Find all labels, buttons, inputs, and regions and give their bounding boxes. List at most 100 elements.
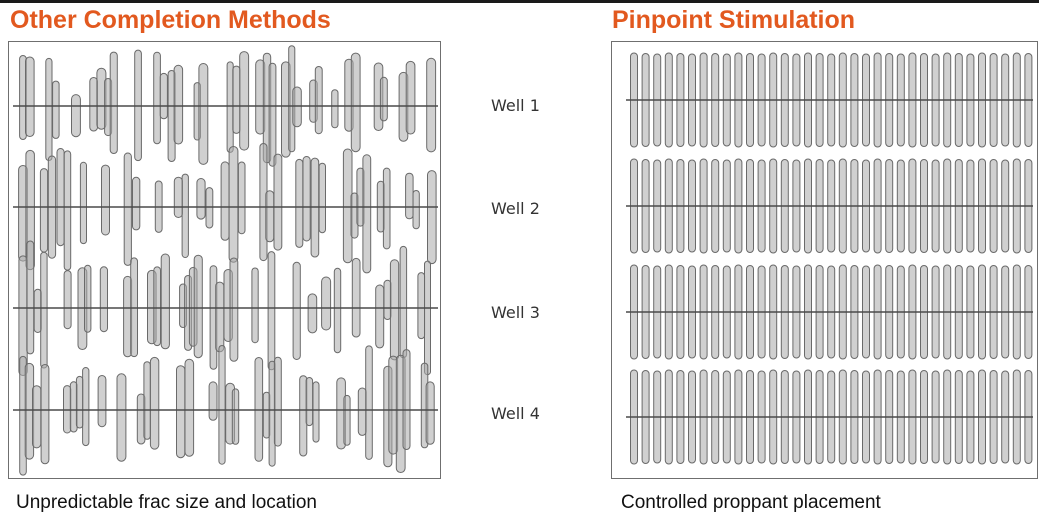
frac-irregular-well-3 xyxy=(307,293,318,334)
frac-irregular-well-2 xyxy=(173,176,184,218)
frac-irregular-well-4 xyxy=(273,356,282,447)
frac-irregular-well-2 xyxy=(56,148,65,247)
frac-irregular-well-1 xyxy=(71,94,81,138)
frac-irregular-well-2 xyxy=(295,158,304,248)
frac-irregular-well-4 xyxy=(357,387,367,436)
frac-irregular-well-1 xyxy=(52,80,60,139)
frac-irregular-well-3 xyxy=(84,264,92,333)
frac-irregular-well-2 xyxy=(265,190,275,243)
frac-irregular-well-4 xyxy=(184,358,195,457)
frac-irregular-well-3 xyxy=(26,240,35,355)
right-panel-title: Pinpoint Stimulation xyxy=(612,6,856,34)
frac-irregular-well-2 xyxy=(39,168,49,253)
frac-irregular-well-2 xyxy=(220,161,230,241)
well-3-label: Well 3 xyxy=(491,303,540,322)
frac-irregular-well-3 xyxy=(292,261,301,360)
frac-irregular-well-1 xyxy=(89,77,99,132)
frac-irregular-well-2 xyxy=(412,190,420,230)
frac-irregular-well-4 xyxy=(402,349,411,451)
frac-irregular-well-2 xyxy=(362,154,372,274)
frac-irregular-well-4 xyxy=(82,367,90,447)
frac-irregular-well-2 xyxy=(196,178,206,220)
frac-irregular-well-1 xyxy=(109,51,118,155)
frac-irregular-well-4 xyxy=(231,388,240,445)
frac-irregular-well-1 xyxy=(45,57,53,161)
frac-irregular-well-2 xyxy=(405,172,414,220)
frac-irregular-well-2 xyxy=(79,161,88,245)
frac-irregular-well-4 xyxy=(365,345,373,460)
frac-irregular-well-2 xyxy=(63,150,72,271)
well-2-label: Well 2 xyxy=(491,199,540,218)
frac-irregular-well-2 xyxy=(427,170,437,265)
frac-irregular-well-1 xyxy=(226,61,234,153)
frac-irregular-well-4 xyxy=(305,377,314,427)
frac-irregular-well-3 xyxy=(215,281,225,353)
frac-irregular-well-1 xyxy=(25,56,35,137)
frac-irregular-well-3 xyxy=(267,251,276,371)
left-panel-caption: Unpredictable frac size and location xyxy=(16,492,318,513)
frac-irregular-well-2 xyxy=(181,173,189,259)
frac-irregular-well-1 xyxy=(268,62,277,167)
frac-irregular-well-1 xyxy=(232,65,241,134)
frac-irregular-well-1 xyxy=(239,51,250,151)
frac-irregular-well-4 xyxy=(208,381,218,421)
frac-irregular-well-1 xyxy=(314,66,323,135)
frac-irregular-well-3 xyxy=(99,266,109,333)
well-1-label: Well 1 xyxy=(491,96,540,115)
frac-irregular-well-3 xyxy=(40,251,48,369)
frac-irregular-well-4 xyxy=(40,364,50,465)
frac-irregular-well-3 xyxy=(333,267,342,354)
frac-irregular-well-2 xyxy=(302,156,311,242)
frac-irregular-well-1 xyxy=(159,72,168,120)
frac-irregular-well-2 xyxy=(101,164,110,236)
frac-irregular-well-2 xyxy=(273,153,283,251)
frac-irregular-well-2 xyxy=(318,162,327,234)
frac-irregular-well-1 xyxy=(292,86,302,128)
frac-irregular-well-3 xyxy=(375,284,385,349)
frac-irregular-well-2 xyxy=(123,152,132,266)
frac-irregular-well-3 xyxy=(153,266,162,347)
frac-irregular-well-4 xyxy=(149,356,160,450)
frac-irregular-well-2 xyxy=(382,167,391,250)
frac-irregular-well-3 xyxy=(251,267,259,344)
frac-irregular-well-1 xyxy=(405,60,416,135)
frac-irregular-well-1 xyxy=(350,52,361,153)
frac-irregular-well-3 xyxy=(160,253,170,350)
frac-irregular-well-4 xyxy=(32,385,42,449)
frac-irregular-well-3 xyxy=(389,259,400,361)
frac-irregular-well-1 xyxy=(198,63,209,165)
left-frac-diagram xyxy=(8,41,441,479)
frac-irregular-well-2 xyxy=(237,161,246,235)
frac-irregular-well-3 xyxy=(63,270,72,330)
frac-irregular-well-3 xyxy=(424,260,431,376)
well-4-label: Well 4 xyxy=(491,404,540,423)
top-divider-line xyxy=(0,0,1039,3)
left-panel-title: Other Completion Methods xyxy=(10,6,331,34)
frac-irregular-well-4 xyxy=(425,381,435,445)
frac-irregular-well-3 xyxy=(399,245,408,359)
right-panel-caption: Controlled proppant placement xyxy=(621,492,881,513)
frac-irregular-well-1 xyxy=(379,76,388,122)
frac-irregular-well-3 xyxy=(351,257,361,338)
frac-irregular-well-4 xyxy=(116,373,127,462)
frac-irregular-well-4 xyxy=(97,375,107,428)
frac-irregular-well-4 xyxy=(312,381,320,443)
frac-irregular-well-4 xyxy=(218,345,226,465)
frac-irregular-well-4 xyxy=(176,365,186,459)
right-frac-diagram-canvas xyxy=(626,52,1033,465)
frac-irregular-well-4 xyxy=(75,375,84,429)
frac-irregular-well-3 xyxy=(229,257,239,362)
left-frac-diagram-canvas xyxy=(13,45,438,476)
frac-irregular-well-3 xyxy=(417,272,426,340)
frac-irregular-well-4 xyxy=(343,394,351,446)
frac-irregular-well-4 xyxy=(143,361,151,440)
right-frac-diagram xyxy=(611,41,1038,479)
frac-irregular-well-1 xyxy=(153,51,161,145)
frac-irregular-well-3 xyxy=(193,254,203,359)
frac-irregular-well-2 xyxy=(132,176,141,231)
frac-irregular-well-1 xyxy=(173,64,184,145)
frac-irregular-well-2 xyxy=(228,146,239,263)
frac-irregular-well-3 xyxy=(321,276,332,331)
frac-irregular-well-1 xyxy=(331,89,339,129)
frac-irregular-well-1 xyxy=(426,57,437,153)
